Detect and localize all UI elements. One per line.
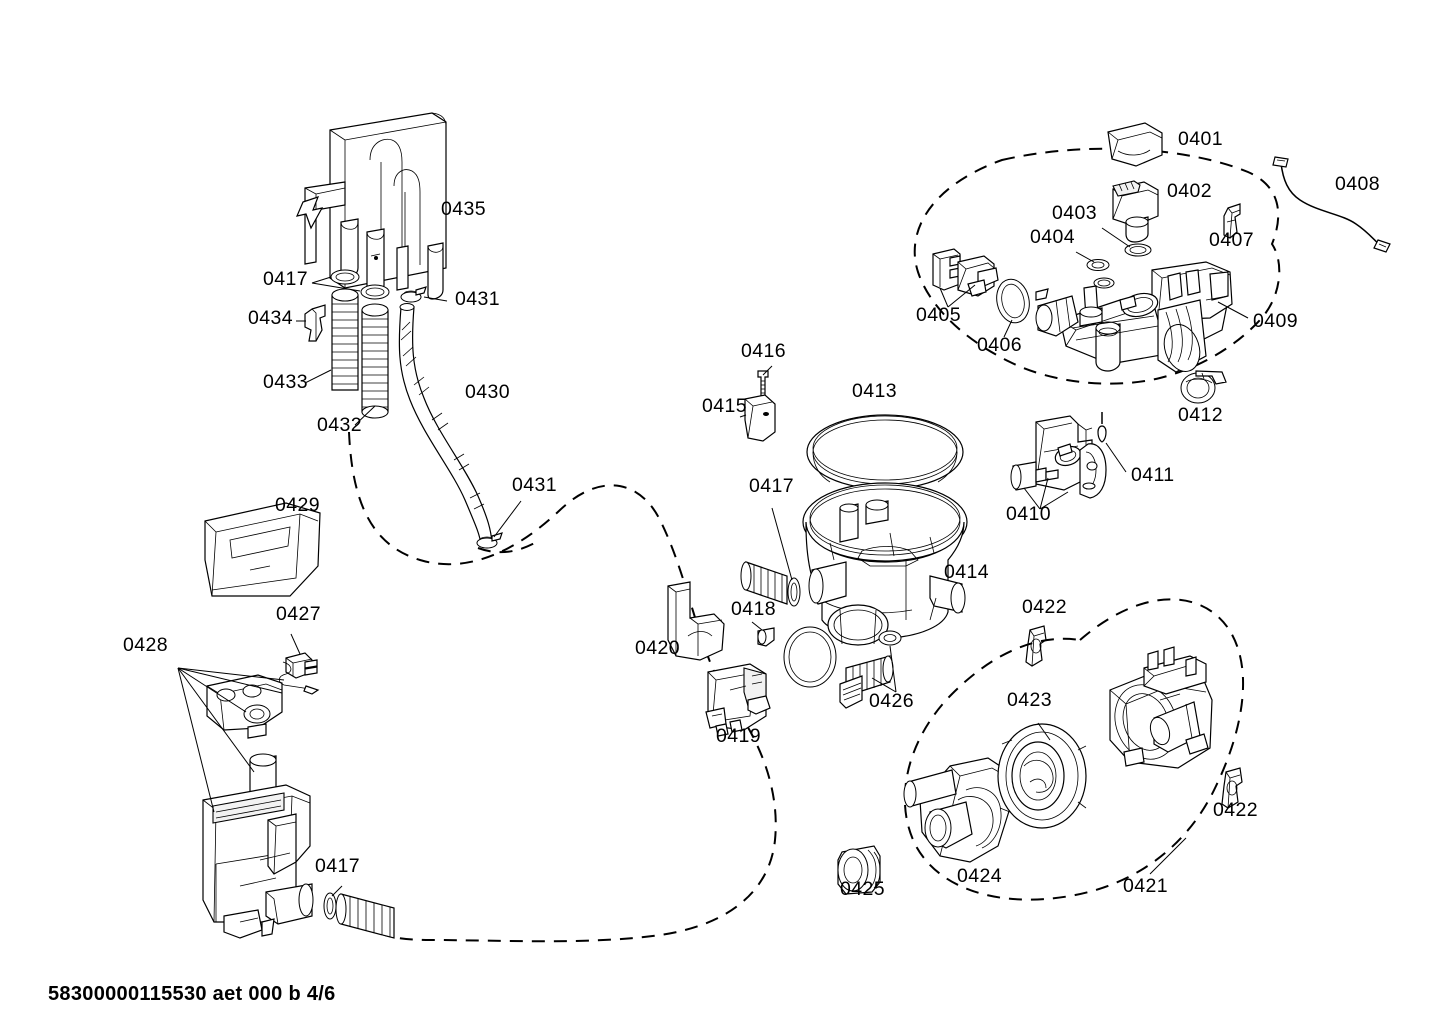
label-0406: 0406 <box>977 334 1022 356</box>
leader-0421 <box>1149 837 1187 875</box>
part-0422-spring-clip-upper <box>1025 625 1047 667</box>
label-0425: 0425 <box>840 878 885 900</box>
label-0414: 0414 <box>944 561 989 583</box>
part-0417-o-ring-mid <box>771 507 801 607</box>
part-0405-sensor-with-bracket <box>932 248 999 308</box>
label-0407: 0407 <box>1209 229 1254 251</box>
part-0415-mounting-bracket <box>744 394 776 442</box>
part-0435-heating-element <box>295 112 447 300</box>
leader-0433 <box>304 369 332 384</box>
label-0413: 0413 <box>852 380 897 402</box>
leader-0411 <box>1105 442 1127 473</box>
part-0424-pump-housing <box>903 757 1011 863</box>
group-outline-0409 <box>913 147 1281 385</box>
label-0417-top: 0417 <box>263 268 308 290</box>
part-0413-filter-ring <box>806 414 964 490</box>
part-0419-drain-pump <box>705 663 771 737</box>
part-o-ring-loose <box>783 626 837 688</box>
label-0420: 0420 <box>635 637 680 659</box>
label-0423: 0423 <box>1007 689 1052 711</box>
label-0411: 0411 <box>1131 464 1175 486</box>
label-0415: 0415 <box>702 395 747 417</box>
leader-0427 <box>290 633 301 655</box>
leader-0432 <box>354 405 376 426</box>
part-0427-electrical-connector <box>285 652 318 679</box>
part-0417-o-rings-top <box>311 269 390 300</box>
part-0432-corrugated-hose-b <box>361 303 389 419</box>
part-0422-spring-clip-lower <box>1221 767 1243 809</box>
label-0433: 0433 <box>263 371 308 393</box>
label-0412: 0412 <box>1178 404 1223 426</box>
footer-document-number: 58300000115530 aet 000 b 4/6 <box>48 983 336 1005</box>
part-0409-water-distribution-block <box>1035 261 1233 373</box>
leader-0409 <box>1217 301 1249 319</box>
part-0426-corrugated-hose-short <box>839 630 902 709</box>
label-0427: 0427 <box>276 603 321 625</box>
label-0424: 0424 <box>957 865 1002 887</box>
part-0433-corrugated-hose-a <box>331 288 359 391</box>
label-0421: 0421 <box>1123 875 1168 897</box>
part-0407-retaining-clip <box>1223 203 1241 239</box>
label-0401: 0401 <box>1178 128 1223 150</box>
part-0418-rubber-plug <box>757 627 775 647</box>
label-0417-bottom: 0417 <box>315 855 360 877</box>
label-0434: 0434 <box>248 307 293 329</box>
leader-0431-bottom <box>493 500 522 538</box>
label-0408: 0408 <box>1335 173 1380 195</box>
label-0431-bottom: 0431 <box>512 474 557 496</box>
part-0430-drain-hose <box>398 303 493 548</box>
label-0417: 0417 <box>749 475 794 497</box>
label-0426: 0426 <box>869 690 914 712</box>
label-0403: 0403 <box>1052 202 1097 224</box>
label-0416: 0416 <box>741 340 786 362</box>
part-0420-support-bracket <box>667 581 725 661</box>
part-0425-rubber-bushing <box>837 845 881 895</box>
part-0412-hose-clamp <box>1180 370 1227 404</box>
label-0402: 0402 <box>1167 180 1212 202</box>
leader-0431-top <box>423 296 448 302</box>
label-0409: 0409 <box>1253 310 1298 332</box>
group-outline-0421 <box>903 598 1245 901</box>
part-0403-o-ring <box>1101 227 1152 257</box>
leader-0418 <box>751 621 763 631</box>
part-0428-inlet-valve-assembly <box>177 661 320 939</box>
part-0411-dispenser-cover <box>1079 412 1107 499</box>
part-0406-o-ring-gasket <box>996 278 1030 338</box>
leader-0416-upper <box>762 365 773 376</box>
label-0432: 0432 <box>317 414 362 436</box>
label-0418: 0418 <box>731 598 776 620</box>
part-0431-hose-clamp-lower <box>476 532 503 549</box>
part-0421-pump-motor <box>1109 646 1213 769</box>
part-corrugated-hose-mid <box>740 561 788 605</box>
label-0404: 0404 <box>1030 226 1075 248</box>
part-0414-sump-housing <box>802 482 968 646</box>
label-0430: 0430 <box>465 381 510 403</box>
label-0405: 0405 <box>916 304 961 326</box>
label-0431-top: 0431 <box>455 288 500 310</box>
leader-0415 <box>739 414 747 418</box>
part-0401-control-module <box>1107 122 1163 167</box>
label-0410: 0410 <box>1006 503 1051 525</box>
part-0431-hose-clamp-upper <box>400 286 427 303</box>
part-0434-hose-holder-clip <box>304 304 326 342</box>
label-0422-lower: 0422 <box>1213 799 1258 821</box>
part-0416-screw-upper <box>757 370 769 399</box>
label-0422: 0422 <box>1022 596 1067 618</box>
label-0435: 0435 <box>441 198 486 220</box>
label-0428: 0428 <box>123 634 168 656</box>
part-0408-wiring-harness <box>1272 156 1391 253</box>
part-0402-solenoid-valve <box>1112 180 1159 243</box>
leader-0423 <box>1037 722 1051 741</box>
part-corrugated-hose-inlet <box>335 893 395 939</box>
label-0429: 0429 <box>275 494 320 516</box>
part-0423-impeller <box>997 723 1087 829</box>
part-0404-o-rings <box>1075 251 1115 289</box>
label-0419: 0419 <box>716 725 761 747</box>
part-0429-valve-cover <box>204 502 321 597</box>
